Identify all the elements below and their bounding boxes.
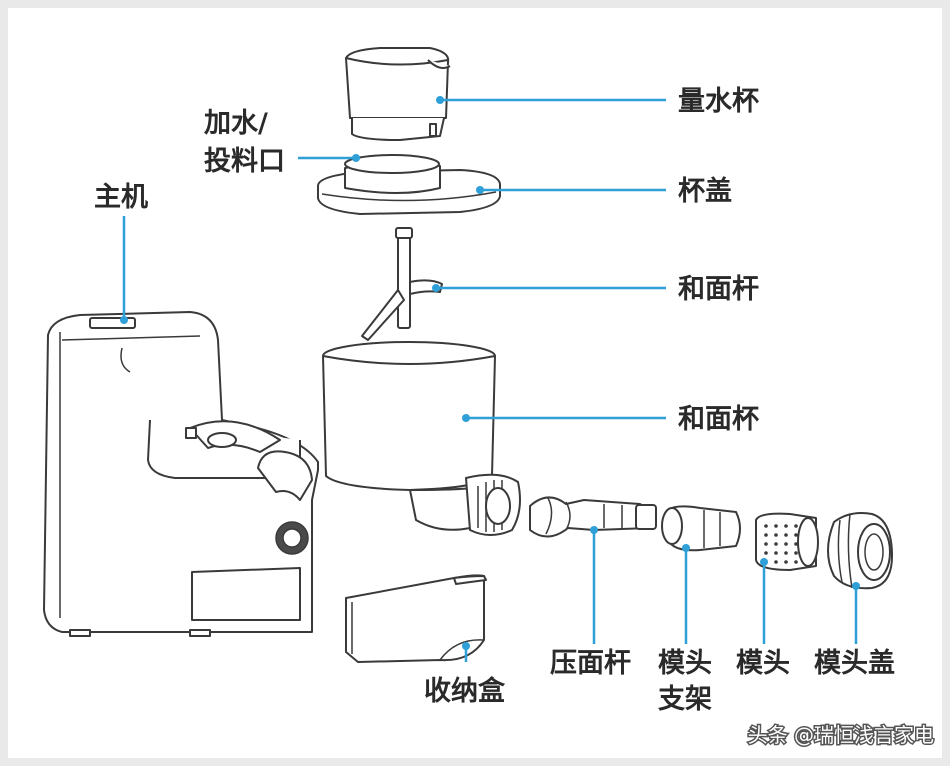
die-hole xyxy=(774,542,778,546)
press-rod-illustration xyxy=(529,496,657,538)
die-hole xyxy=(784,533,788,537)
die-hole xyxy=(774,560,778,564)
label-kneading-cup: 和面杯 xyxy=(678,404,759,435)
die-hole xyxy=(784,524,788,528)
die-hole xyxy=(784,542,788,546)
storage-box-illustration xyxy=(345,574,487,663)
label-cup-lid: 杯盖 xyxy=(678,176,732,207)
die-hole xyxy=(794,542,798,546)
die-hole xyxy=(774,533,778,537)
die-illustration xyxy=(755,512,819,571)
label-measuring-cup: 量水杯 xyxy=(678,86,759,117)
cup-lid-illustration xyxy=(317,154,501,215)
die-hole xyxy=(764,551,768,555)
die-hole xyxy=(774,524,778,528)
die-hole xyxy=(774,551,778,555)
label-feed-inlet-line1: 加水/ xyxy=(204,108,268,139)
kneading-cup-illustration xyxy=(322,341,521,536)
main-unit-illustration xyxy=(43,311,319,637)
label-feed-inlet-line2: 投料口 xyxy=(204,146,285,177)
die-hole xyxy=(764,542,768,546)
die-hole xyxy=(794,533,798,537)
label-die-holder-line1: 模头 xyxy=(658,648,712,679)
label-die-holder-line2: 支架 xyxy=(658,684,712,715)
die-hole xyxy=(784,560,788,564)
die-hole xyxy=(794,524,798,528)
die-hole xyxy=(794,551,798,555)
die-hole xyxy=(764,524,768,528)
die-hole xyxy=(794,560,798,564)
label-die: 模头 xyxy=(736,648,790,679)
leader-lines xyxy=(120,96,860,662)
label-storage-box: 收纳盒 xyxy=(424,675,506,707)
die-hole xyxy=(784,551,788,555)
die-cap-illustration xyxy=(827,512,893,590)
label-press-rod: 压面杆 xyxy=(550,648,631,679)
measuring-cup-illustration xyxy=(345,47,451,141)
label-die-cap: 模头盖 xyxy=(814,648,895,679)
watermark-text: 头条 @瑞恒浅言家电 xyxy=(748,723,934,747)
die-holder-illustration xyxy=(661,505,741,552)
kneading-rod-illustration xyxy=(361,227,443,341)
label-kneading-rod: 和面杆 xyxy=(678,274,759,305)
label-main-unit: 主机 xyxy=(94,182,148,213)
die-hole xyxy=(764,533,768,537)
